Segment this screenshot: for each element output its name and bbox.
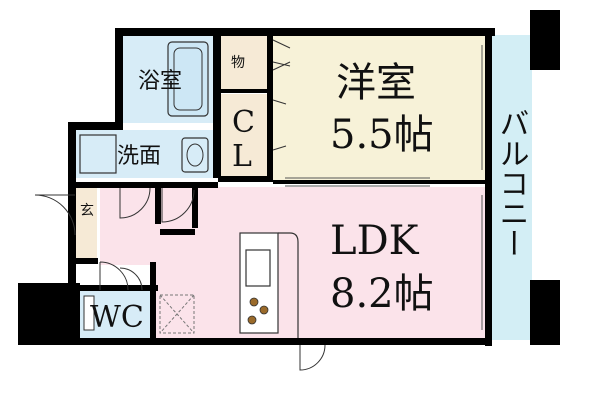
washbasin — [181, 137, 209, 173]
left-column — [18, 283, 80, 345]
kitchen-partition — [278, 232, 299, 338]
entrance-floor — [75, 187, 97, 262]
stove-burner — [247, 315, 257, 325]
balcony-label: バルコニー — [494, 108, 529, 258]
washbasin-bowl — [186, 143, 204, 167]
western-room-label: 洋室 — [336, 60, 416, 106]
wc-label: WC — [90, 300, 144, 335]
storage-floor — [221, 35, 267, 89]
bathtub-inner — [173, 47, 203, 111]
western-room-floor — [272, 35, 490, 182]
ldk-label: LDK — [330, 218, 420, 264]
ldk-floor-lower — [155, 265, 205, 340]
closet-floor — [221, 94, 267, 176]
western-room-size: 5.5帖 — [330, 112, 434, 158]
washroom-label: 洗面 — [117, 144, 161, 169]
washing-machine-pan — [79, 134, 117, 174]
balcony-column-top — [530, 10, 560, 70]
sliding-partitions — [285, 45, 483, 330]
bath-label: 浴室 — [138, 69, 182, 94]
doors — [34, 39, 326, 371]
toilet-tank — [83, 295, 95, 331]
storage-label: 物 — [231, 55, 245, 71]
walls — [68, 28, 495, 346]
hall-floor — [100, 187, 198, 265]
closet-label-c: C — [232, 105, 255, 140]
closet-label-l: L — [232, 139, 252, 174]
refrigerator-space-cross — [159, 294, 195, 334]
balcony-column-bottom — [530, 280, 560, 345]
ldk-size: 8.2帖 — [330, 271, 434, 317]
balcony-area — [490, 35, 532, 340]
stove-burner — [259, 305, 269, 315]
bathtub — [167, 41, 209, 117]
refrigerator-space — [159, 294, 195, 334]
stove-burner — [249, 297, 259, 307]
kitchen-sink — [245, 249, 271, 287]
entrance-label: 玄 — [80, 202, 94, 219]
